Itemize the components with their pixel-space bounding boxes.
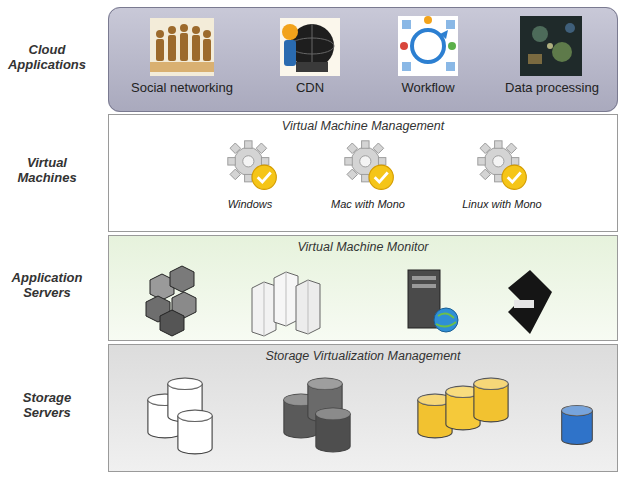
layer-heading: Storage Servers [5,390,89,420]
band-ground [108,114,618,232]
application-label: Data processing [505,80,599,95]
band-ground [108,235,618,341]
data-processing-icon [520,16,582,76]
cdn-icon [280,18,340,76]
band-ground [108,7,618,112]
layer-subheading: Virtual Machine Management [109,119,617,133]
server-towers-icon [252,272,320,336]
os-label: Linux with Mono [462,198,542,210]
vm-gear-icon [478,141,527,190]
layer-band: Cloud Applications [108,7,618,112]
layer-band: Application ServersVirtual Machine Monit… [108,235,618,341]
layer-heading: Application Servers [5,270,89,300]
gateway-icon [508,270,552,334]
web-server-icon [408,270,458,332]
vm-gear-icon [228,141,277,190]
os-label: Windows [228,198,273,210]
crowd-icon [150,18,214,76]
os-label: Mac with Mono [331,198,405,210]
storage-cylinders [148,378,592,454]
layer-heading: Cloud Applications [5,42,89,72]
layer-subheading: Storage Virtualization Management [109,349,617,363]
layer-heading: Virtual Machines [5,155,89,185]
application-label: CDN [296,80,324,95]
cube-cluster-icon [146,266,196,336]
layer-subheading: Virtual Machine Monitor [109,240,617,254]
layer-band: Virtual MachinesVirtual Machine Manageme… [108,114,618,232]
band-ground [108,344,618,472]
vm-gear-icon [345,141,394,190]
workflow-icon [398,16,458,76]
application-label: Workflow [401,80,454,95]
layer-band: Storage ServersStorage Virtualization Ma… [108,344,618,472]
application-label: Social networking [131,80,233,95]
